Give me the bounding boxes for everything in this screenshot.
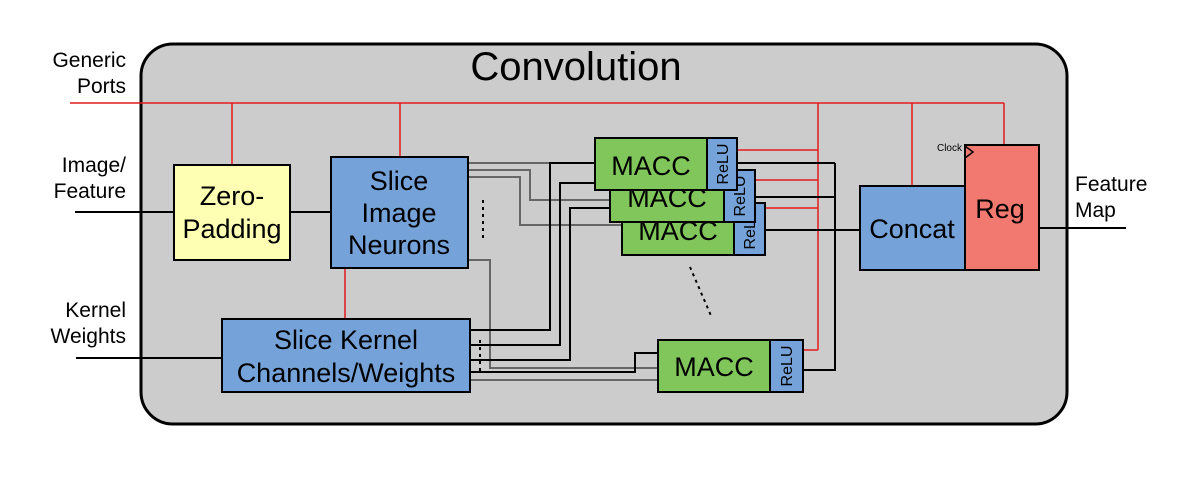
svg-text:MACC: MACC [674, 352, 754, 382]
svg-text:Map: Map [1075, 199, 1116, 222]
input-labels: Generic Ports Image/ Feature Kernel Weig… [51, 49, 127, 348]
svg-text:Feature: Feature [54, 180, 126, 203]
svg-text:Weights: Weights [51, 325, 126, 348]
slice-image-neurons-block: Slice Image Neurons [330, 156, 469, 269]
svg-text:Reg: Reg [975, 194, 1025, 224]
svg-text:Kernel: Kernel [65, 299, 126, 322]
diagram-title: Convolution [470, 45, 681, 89]
svg-text:Image: Image [361, 198, 436, 228]
svg-text:Concat: Concat [869, 214, 955, 244]
svg-text:Clock: Clock [937, 143, 963, 154]
svg-text:Generic: Generic [52, 49, 126, 72]
svg-text:Image/: Image/ [62, 154, 126, 177]
macc-unit-n: MACC ReLU [657, 339, 804, 393]
svg-text:Neurons: Neurons [348, 230, 450, 260]
output-labels: Feature Map [1075, 173, 1147, 222]
svg-text:ReLU: ReLU [779, 346, 796, 387]
concat-block: Concat [859, 185, 966, 271]
svg-text:Slice: Slice [370, 166, 429, 196]
clock-icon [964, 145, 975, 159]
svg-text:Feature: Feature [1075, 173, 1147, 196]
svg-text:Slice Kernel: Slice Kernel [274, 325, 418, 355]
svg-text:Channels/Weights: Channels/Weights [237, 358, 456, 388]
data-lines [75, 162, 1126, 373]
register-block: Reg Clock [937, 143, 1040, 271]
generic-port-lines [70, 102, 1005, 351]
macc-unit-1: MACC ReLU [594, 137, 738, 191]
svg-text:Padding: Padding [182, 214, 281, 244]
svg-text:Ports: Ports [77, 75, 126, 98]
continuation-dots [479, 200, 713, 375]
svg-text:MACC: MACC [611, 151, 691, 181]
svg-text:Zero-: Zero- [200, 181, 265, 211]
zero-padding-block: Zero- Padding [173, 164, 291, 261]
svg-text:ReLU: ReLU [715, 144, 732, 185]
slice-kernel-block: Slice Kernel Channels/Weights [221, 318, 471, 393]
